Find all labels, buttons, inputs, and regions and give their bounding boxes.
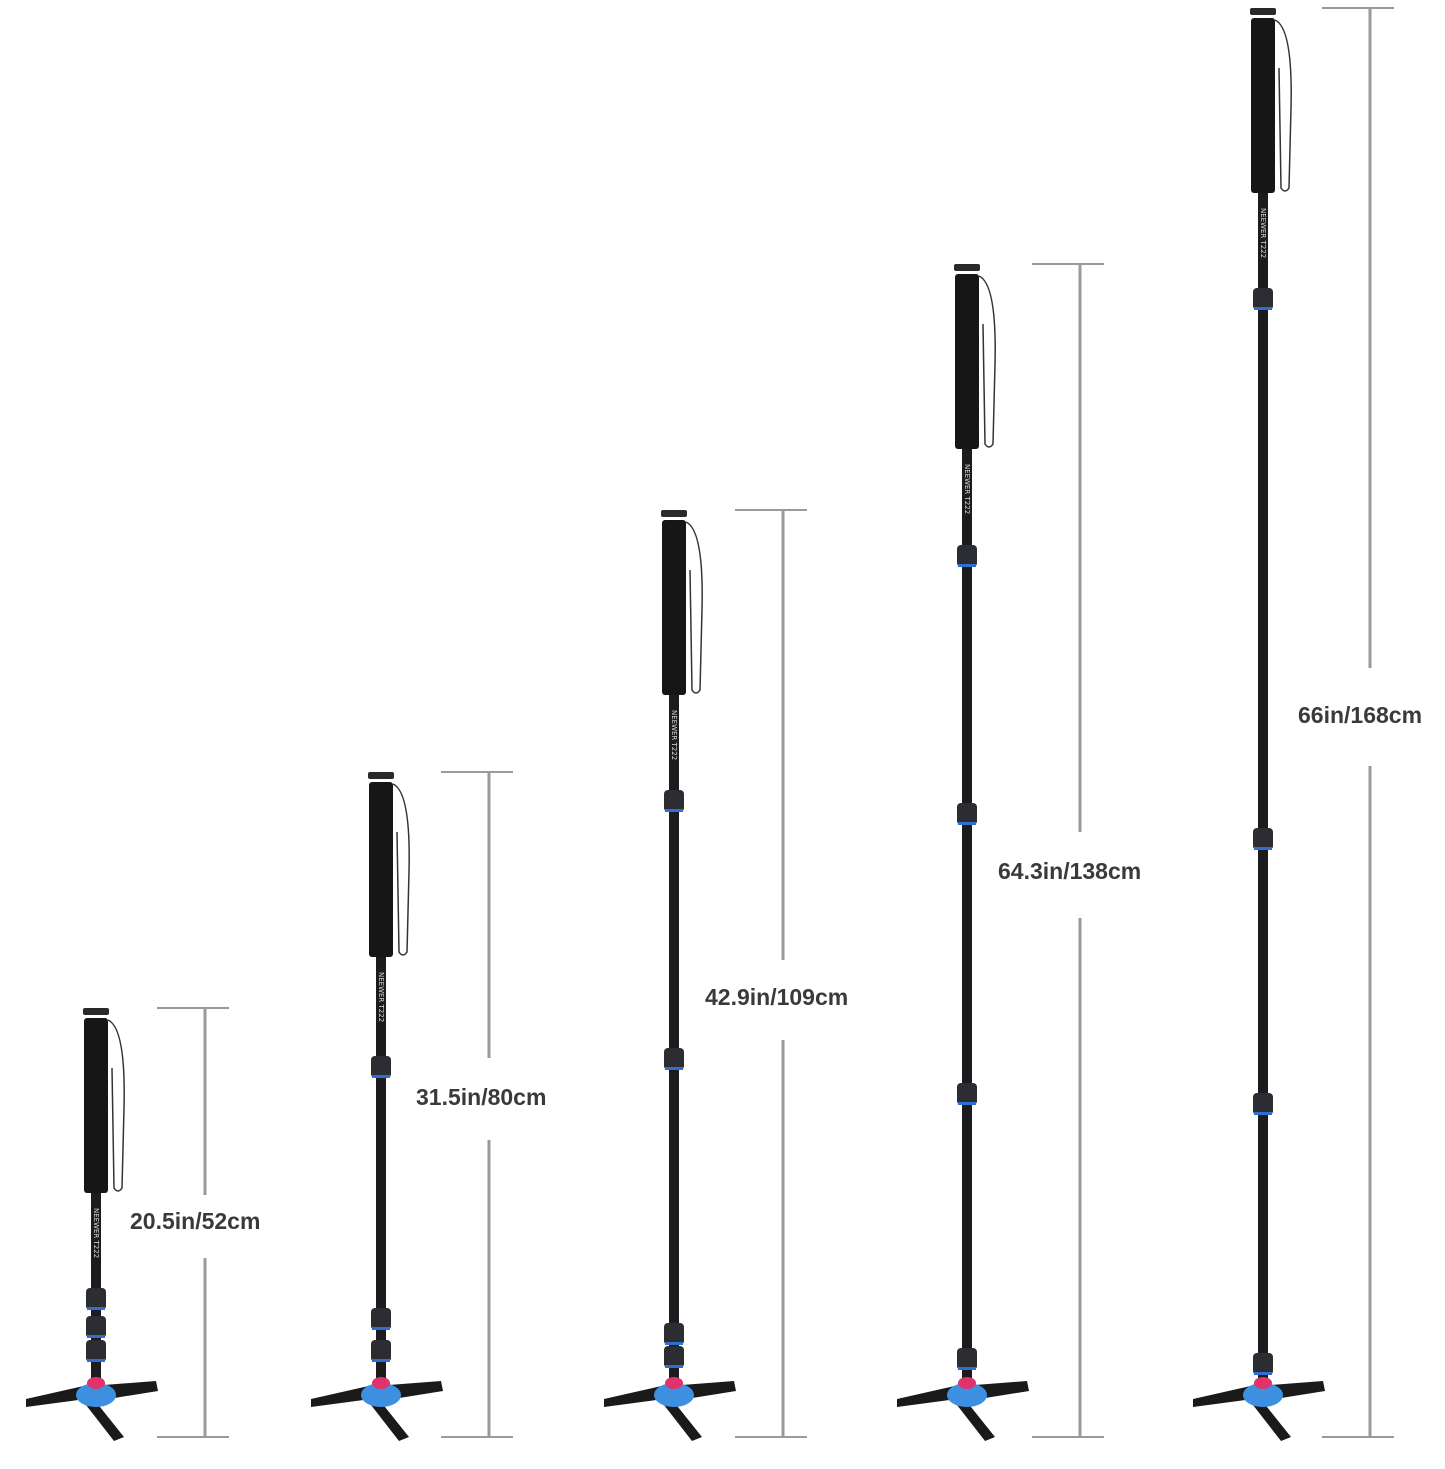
pole-shaft — [91, 1188, 101, 1380]
base-knob — [372, 1377, 390, 1389]
tripod-foot-left — [604, 1385, 666, 1407]
leg-lock-ring — [665, 809, 683, 812]
leg-lock-ring — [1254, 1112, 1272, 1115]
base-knob — [958, 1377, 976, 1389]
mounting-plate — [83, 1008, 109, 1015]
tripod-foot-right — [1271, 1381, 1325, 1399]
leg-lock — [1253, 288, 1273, 310]
leg-lock-ring — [958, 822, 976, 825]
leg-lock-ring — [87, 1307, 105, 1310]
pole-shaft — [669, 690, 679, 1380]
leg-lock-ring — [665, 1365, 683, 1368]
pole-shaft — [1258, 188, 1268, 1380]
wrist-strap — [685, 521, 703, 694]
pole-shaft — [376, 952, 386, 1380]
leg-lock-ring — [665, 1342, 683, 1345]
foam-grip — [955, 274, 979, 449]
leg-lock — [664, 1323, 684, 1345]
monopod-4: NEEWER T222 — [897, 263, 1104, 1441]
leg-lock — [86, 1288, 106, 1310]
tripod-foot-front — [371, 1397, 409, 1441]
leg-lock — [957, 803, 977, 825]
tripod-foot-front — [957, 1397, 995, 1441]
leg-lock — [664, 1048, 684, 1070]
monopod-5: NEEWER T222 — [1193, 7, 1394, 1441]
base-knob — [87, 1377, 105, 1389]
leg-lock-ring — [958, 1102, 976, 1105]
leg-lock — [664, 790, 684, 812]
tripod-foot-left — [1193, 1385, 1255, 1407]
tripod-foot-right — [389, 1381, 443, 1399]
foam-grip — [369, 782, 393, 957]
foam-grip — [662, 520, 686, 695]
leg-lock-ring — [1254, 307, 1272, 310]
leg-lock — [371, 1308, 391, 1330]
base-knob — [1254, 1377, 1272, 1389]
leg-lock-ring — [1254, 1372, 1272, 1375]
leg-lock-ring — [958, 564, 976, 567]
leg-lock — [86, 1340, 106, 1362]
tripod-foot-right — [975, 1381, 1029, 1399]
leg-lock — [957, 1083, 977, 1105]
mounting-plate — [661, 510, 687, 517]
wrist-strap — [1274, 19, 1292, 192]
wrist-strap — [978, 275, 996, 448]
tripod-hub — [76, 1383, 116, 1407]
leg-lock-ring — [372, 1075, 390, 1078]
mounting-plate — [368, 772, 394, 779]
leg-lock — [86, 1316, 106, 1338]
brand-logo: NEEWER T222 — [963, 464, 971, 514]
tripod-foot-right — [104, 1381, 158, 1399]
tripod-foot-front — [1253, 1397, 1291, 1441]
tripod-foot-front — [86, 1397, 124, 1441]
tripod-hub — [654, 1383, 694, 1407]
leg-lock — [1253, 828, 1273, 850]
height-label-2: 31.5in/80cm — [416, 1080, 547, 1115]
tripod-hub — [1243, 1383, 1283, 1407]
wrist-strap — [392, 783, 410, 956]
brand-logo: NEEWER T222 — [377, 972, 385, 1022]
leg-lock-ring — [665, 1067, 683, 1070]
tripod-hub — [947, 1383, 987, 1407]
monopod-2: NEEWER T222 — [311, 771, 513, 1441]
brand-logo: NEEWER T222 — [92, 1208, 100, 1258]
leg-lock-ring — [372, 1327, 390, 1330]
leg-lock-ring — [958, 1367, 976, 1370]
tripod-foot-right — [682, 1381, 736, 1399]
leg-lock-ring — [372, 1359, 390, 1362]
tripod-foot-front — [664, 1397, 702, 1441]
height-label-1: 20.5in/52cm — [130, 1204, 261, 1239]
leg-lock — [1253, 1353, 1273, 1375]
leg-lock-ring — [87, 1335, 105, 1338]
wrist-strap — [107, 1019, 125, 1192]
mounting-plate — [1250, 8, 1276, 15]
leg-lock — [957, 545, 977, 567]
monopod-1: NEEWER T222 — [26, 1007, 229, 1441]
base-knob — [665, 1377, 683, 1389]
tripod-foot-left — [311, 1385, 373, 1407]
leg-lock — [664, 1346, 684, 1368]
mounting-plate — [954, 264, 980, 271]
brand-logo: NEEWER T222 — [670, 710, 678, 760]
leg-lock — [371, 1340, 391, 1362]
tripod-foot-left — [26, 1385, 88, 1407]
height-label-3: 42.9in/109cm — [705, 980, 849, 1015]
tripod-foot-left — [897, 1385, 959, 1407]
leg-lock — [371, 1056, 391, 1078]
leg-lock-ring — [1254, 847, 1272, 850]
height-label-4: 64.3in/138cm — [998, 854, 1142, 889]
leg-lock — [957, 1348, 977, 1370]
leg-lock — [1253, 1093, 1273, 1115]
foam-grip — [1251, 18, 1275, 193]
monopod-3: NEEWER T222 — [604, 509, 807, 1441]
brand-logo: NEEWER T222 — [1259, 208, 1267, 258]
tripod-hub — [361, 1383, 401, 1407]
leg-lock-ring — [87, 1359, 105, 1362]
foam-grip — [84, 1018, 108, 1193]
height-label-5: 66in/168cm — [1298, 698, 1423, 733]
pole-shaft — [962, 444, 972, 1380]
